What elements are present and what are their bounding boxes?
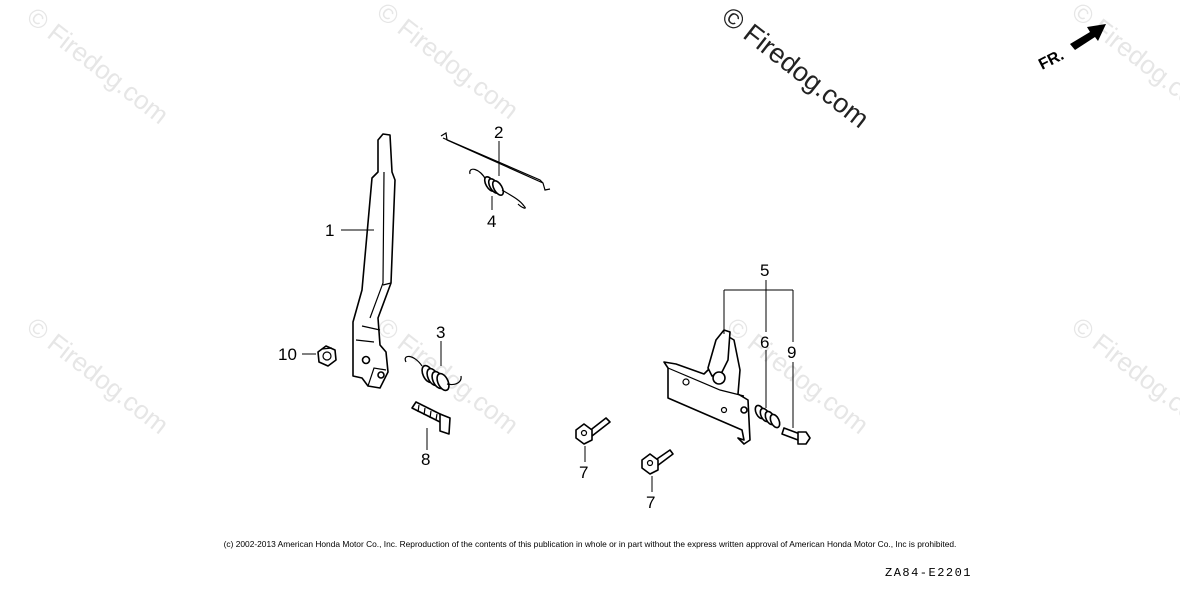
leader-lines [302,141,794,492]
callout-6: 6 [760,333,769,352]
callout-2: 2 [494,123,503,142]
watermark-text: © Firedog.com [1066,0,1180,125]
part-nut [317,345,337,367]
callout-labels: 1 2 4 3 10 8 7 7 5 6 9 [278,123,796,512]
watermark-text: © Firedog.com [371,0,524,125]
part-bolt-lower [641,449,674,475]
watermark-layer: © Firedog.com © Firedog.com © Firedog.co… [21,0,1180,440]
watermark-text: © Firedog.com [1066,311,1180,440]
diagram-reference-code: ZA84-E2201 [885,566,973,580]
callout-1: 1 [325,221,334,240]
front-arrow-icon [1070,24,1106,50]
part-spring-b [469,168,526,209]
part-bolt-t [411,401,451,435]
watermark-text: © Firedog.com [21,311,174,440]
callout-8: 8 [421,450,430,469]
part-bolt-upper [575,417,611,445]
callout-7-upper: 7 [579,463,588,482]
callout-10: 10 [278,345,297,364]
copyright-notice: (c) 2002-2013 American Honda Motor Co., … [223,539,957,549]
part-spring-a [404,355,462,392]
watermark-text: © Firedog.com [21,1,174,130]
callout-7-lower: 7 [646,493,655,512]
callout-4: 4 [487,212,496,231]
part-plate-assembly [663,329,751,445]
part-lever [352,133,396,389]
part-spring-c [754,404,781,429]
callout-9: 9 [787,343,796,362]
callout-3: 3 [436,323,445,342]
watermark-main: © Firedog.com [716,1,874,134]
callout-5: 5 [760,261,769,280]
part-screw [781,427,811,445]
front-direction-indicator: FR. [1036,24,1106,74]
front-label: FR. [1036,47,1067,74]
part-rod [440,132,551,191]
